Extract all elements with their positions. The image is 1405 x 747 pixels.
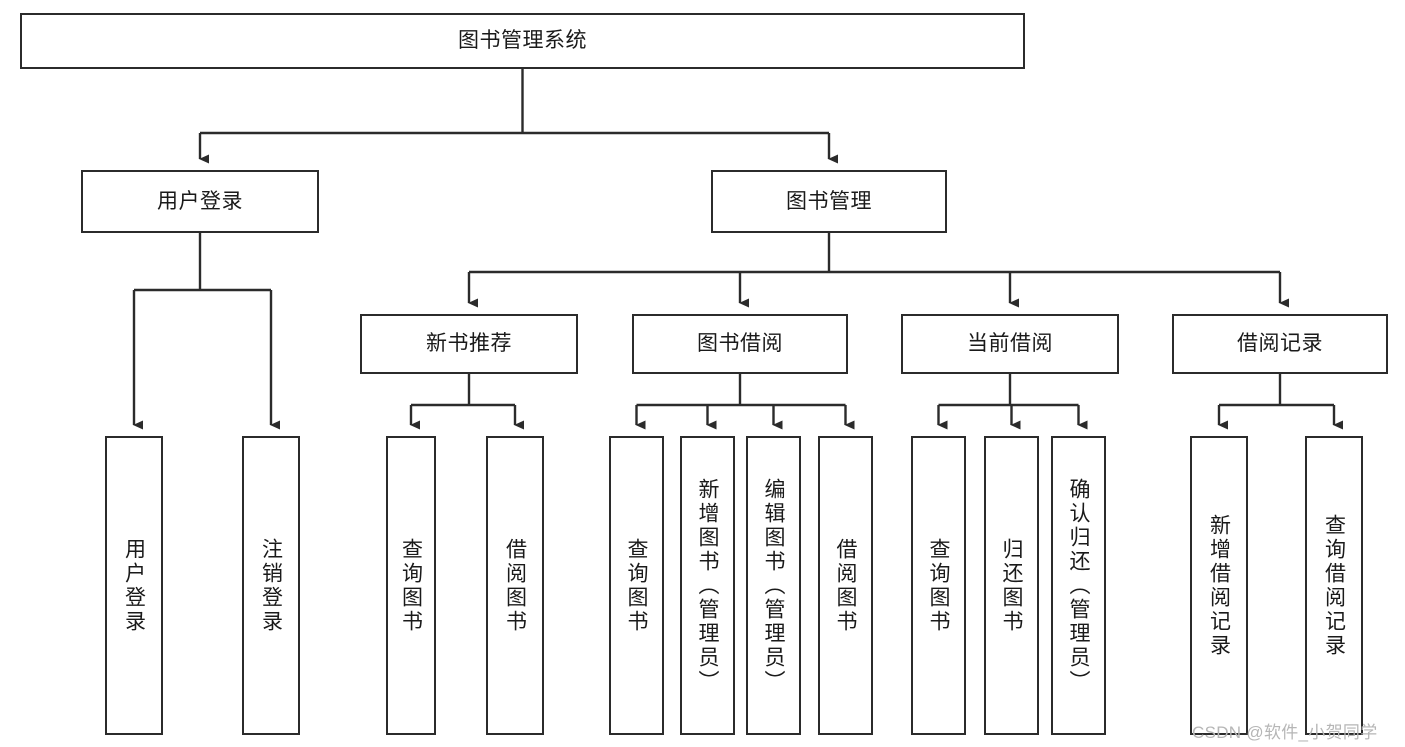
node-label-root: 图书管理系统 (458, 29, 587, 53)
node-newbook[interactable]: 新书推荐 (360, 314, 578, 374)
node-label-newbook: 新书推荐 (426, 332, 512, 356)
node-label-leaf-query2: 查询图书 (625, 537, 648, 634)
node-label-bookmgmt: 图书管理 (786, 189, 872, 213)
node-leaf-query2[interactable]: 查询图书 (609, 436, 664, 735)
node-label-leaf-return: 归还图书 (1000, 537, 1023, 634)
node-label-record: 借阅记录 (1237, 332, 1323, 356)
node-leaf-edit[interactable]: 编辑图书（管理员） (746, 436, 801, 735)
node-label-leaf-add: 新增图书（管理员） (696, 477, 719, 694)
node-record[interactable]: 借阅记录 (1172, 314, 1388, 374)
node-leaf-login[interactable]: 用户登录 (105, 436, 163, 735)
node-label-login: 用户登录 (157, 189, 243, 213)
node-label-leaf-queryrec: 查询借阅记录 (1322, 513, 1346, 658)
node-leaf-query1[interactable]: 查询图书 (386, 436, 436, 735)
node-leaf-logout[interactable]: 注销登录 (242, 436, 300, 735)
node-leaf-confirm[interactable]: 确认归还（管理员） (1051, 436, 1106, 735)
node-label-leaf-borrow2: 借阅图书 (834, 537, 857, 634)
node-borrow[interactable]: 图书借阅 (632, 314, 848, 374)
node-leaf-return[interactable]: 归还图书 (984, 436, 1039, 735)
node-label-leaf-addrec: 新增借阅记录 (1207, 513, 1231, 658)
node-label-borrow: 图书借阅 (697, 332, 783, 356)
node-bookmgmt[interactable]: 图书管理 (711, 170, 947, 233)
node-label-leaf-borrow1: 借阅图书 (503, 537, 527, 634)
node-leaf-query3[interactable]: 查询图书 (911, 436, 966, 735)
node-label-leaf-logout: 注销登录 (259, 537, 283, 634)
node-login[interactable]: 用户登录 (81, 170, 319, 233)
node-label-leaf-login: 用户登录 (122, 537, 146, 634)
node-root[interactable]: 图书管理系统 (20, 13, 1025, 69)
node-leaf-addrec[interactable]: 新增借阅记录 (1190, 436, 1248, 735)
node-leaf-borrow1[interactable]: 借阅图书 (486, 436, 544, 735)
node-label-current: 当前借阅 (967, 332, 1053, 356)
node-label-leaf-confirm: 确认归还（管理员） (1067, 477, 1090, 694)
node-leaf-borrow2[interactable]: 借阅图书 (818, 436, 873, 735)
node-label-leaf-query3: 查询图书 (927, 537, 950, 634)
node-label-leaf-query1: 查询图书 (399, 537, 423, 634)
node-leaf-add[interactable]: 新增图书（管理员） (680, 436, 735, 735)
node-current[interactable]: 当前借阅 (901, 314, 1119, 374)
node-label-leaf-edit: 编辑图书（管理员） (762, 477, 785, 694)
node-leaf-queryrec[interactable]: 查询借阅记录 (1305, 436, 1363, 735)
